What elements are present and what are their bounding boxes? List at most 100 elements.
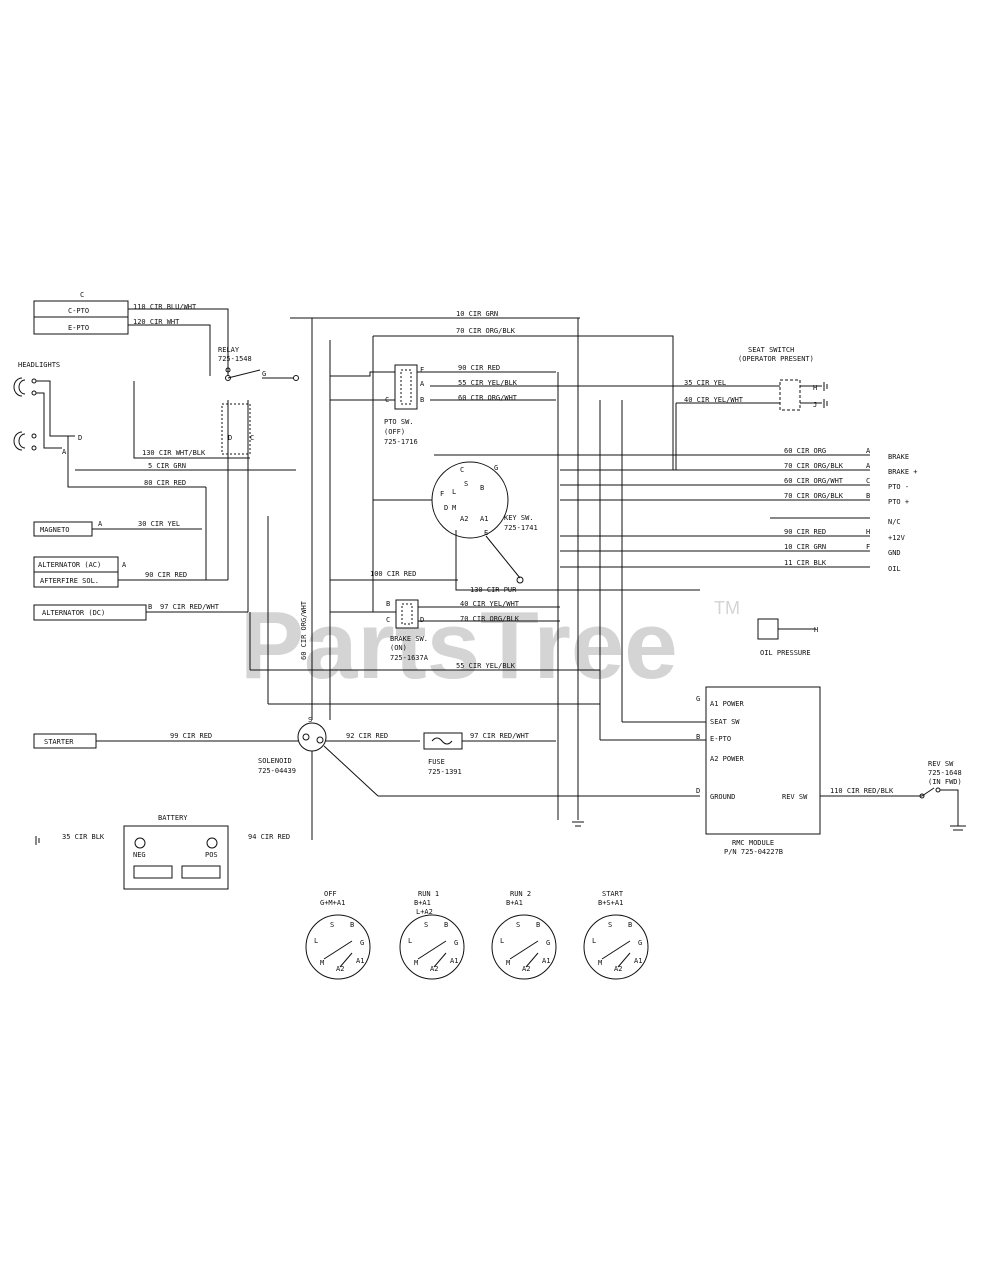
- svg-text:A: A: [62, 448, 67, 456]
- svg-text:F: F: [420, 366, 424, 374]
- seat-switch: SEAT SWITCH (OPERATOR PRESENT) H J: [738, 346, 828, 411]
- svg-text:B: B: [350, 921, 354, 929]
- connector-pin-0: A: [866, 447, 871, 455]
- wire-60v: 60 CIR ORG/WHT: [300, 600, 308, 660]
- brake-sw-label: BRAKE SW.: [390, 635, 428, 643]
- connector-wire-0: 60 CIR ORG: [784, 447, 826, 455]
- wire-60a: 60 CIR ORG/WHT: [458, 394, 518, 402]
- svg-text:L: L: [314, 937, 318, 945]
- wire-99: 99 CIR RED: [170, 732, 212, 740]
- svg-text:G: G: [638, 939, 642, 947]
- wire-110b: 110 CIR RED/BLK: [830, 787, 894, 795]
- wire-70a: 70 CIR ORG/BLK: [456, 327, 516, 335]
- svg-text:G: G: [494, 464, 498, 472]
- svg-text:M: M: [506, 959, 510, 967]
- svg-text:G: G: [454, 939, 458, 947]
- svg-text:D: D: [78, 434, 82, 442]
- svg-text:B: B: [696, 733, 700, 741]
- wire-10: 10 CIR GRN: [456, 310, 498, 318]
- connector-pin-1: A: [866, 462, 871, 470]
- connector-pin-5: H: [866, 528, 870, 536]
- rev-sw-state: (IN FWD): [928, 778, 962, 786]
- key-switch: C G S B F L M D A2 A1 E KEY SW. 725-1741: [431, 461, 538, 584]
- svg-text:L: L: [408, 937, 412, 945]
- solenoid: S SOLENOID 725-04439: [258, 716, 327, 775]
- connector-pin-2: C: [866, 477, 870, 485]
- wire-97a: 97 CIR RED/WHT: [160, 603, 220, 611]
- connector-wire-7: 11 CIR BLK: [784, 559, 827, 567]
- svg-text:C: C: [460, 466, 464, 474]
- seat-switch-state: (OPERATOR PRESENT): [738, 355, 814, 363]
- key-position-combo: B+A1: [414, 899, 431, 907]
- svg-text:D: D: [228, 434, 232, 442]
- svg-text:A2: A2: [614, 965, 622, 973]
- brake-switch: B C D BRAKE SW. (ON) 725-1637A: [386, 599, 429, 662]
- relay-label: RELAY: [218, 346, 240, 354]
- e-pto-label: E-PTO: [68, 324, 89, 332]
- pto-connector-box: C C-PTO E-PTO: [33, 291, 129, 335]
- alternator-ac-afterfire: ALTERNATOR (AC) AFTERFIRE SOL. A: [33, 556, 228, 588]
- svg-text:G: G: [360, 939, 364, 947]
- solenoid-pn: 725-04439: [258, 767, 296, 775]
- connector-name-6: GND: [888, 549, 901, 557]
- key-position-combo: B+A1: [506, 899, 523, 907]
- svg-text:S: S: [308, 716, 312, 724]
- seat-switch-label: SEAT SWITCH: [748, 346, 794, 354]
- svg-text:A1: A1: [450, 957, 458, 965]
- svg-text:C: C: [386, 616, 390, 624]
- svg-text:S: S: [516, 921, 520, 929]
- connector-wire-3: 70 CIR ORG/BLK: [784, 492, 844, 500]
- wire-130: 130 CIR WHT/BLK: [142, 449, 206, 457]
- svg-text:F: F: [440, 490, 444, 498]
- oil-pressure-sensor: H OIL PRESSURE: [757, 618, 818, 657]
- svg-text:M: M: [452, 504, 456, 512]
- svg-text:A: A: [122, 561, 127, 569]
- rmc-rev: REV SW: [782, 793, 808, 801]
- key-position-name: RUN 1: [418, 890, 439, 898]
- svg-text:POS: POS: [205, 851, 218, 859]
- rev-switch: REV SW 725-1648 (IN FWD): [919, 760, 966, 831]
- wire-94: 94 CIR RED: [248, 833, 290, 841]
- connector-pin-3: B: [866, 492, 870, 500]
- svg-text:B: B: [536, 921, 540, 929]
- rmc-seat: SEAT SW: [710, 718, 740, 726]
- headlights-label: HEADLIGHTS: [18, 361, 60, 369]
- key-position-combo2: L+A2: [416, 908, 433, 916]
- svg-text:A: A: [98, 520, 103, 528]
- wire-35a: 35 CIR YEL: [684, 379, 726, 387]
- starter: STARTER: [33, 733, 298, 749]
- connector-name-1: BRAKE +: [888, 468, 918, 476]
- svg-text:H: H: [813, 384, 817, 392]
- wire-40b: 40 CIR YEL/WHT: [460, 600, 520, 608]
- svg-text:D: D: [444, 504, 448, 512]
- wire-92: 92 CIR RED: [346, 732, 388, 740]
- svg-text:L: L: [500, 937, 504, 945]
- svg-text:A1: A1: [356, 957, 364, 965]
- rmc-a1: A1 POWER: [710, 700, 745, 708]
- key-sw-label: KEY SW.: [504, 514, 534, 522]
- watermark: PartsTree: [240, 592, 678, 699]
- wire-35b: 35 CIR BLK: [62, 833, 105, 841]
- svg-text:J: J: [813, 401, 817, 409]
- svg-text:B: B: [480, 484, 484, 492]
- wire-90a: 90 CIR RED: [458, 364, 500, 372]
- fuse-label: FUSE: [428, 758, 445, 766]
- magneto-label: MAGNETO: [40, 526, 70, 534]
- key-position-name: OFF: [324, 890, 337, 898]
- watermark-tm: TM: [714, 598, 740, 618]
- svg-text:B: B: [420, 396, 424, 404]
- svg-text:NEG: NEG: [133, 851, 146, 859]
- rmc-pn: P/N 725-04227B: [724, 848, 783, 856]
- connector-name-3: PTO +: [888, 498, 909, 506]
- wire-40a: 40 CIR YEL/WHT: [684, 396, 744, 404]
- pto-sw-state: (OFF): [384, 428, 405, 436]
- svg-text:M: M: [598, 959, 602, 967]
- alternator-dc-label: ALTERNATOR (DC): [42, 609, 105, 617]
- svg-text:A: A: [420, 380, 425, 388]
- svg-text:D: D: [696, 787, 700, 795]
- rmc-epto: E-PTO: [710, 735, 731, 743]
- afterfire-label: AFTERFIRE SOL.: [40, 577, 99, 585]
- svg-text:G: G: [262, 370, 266, 378]
